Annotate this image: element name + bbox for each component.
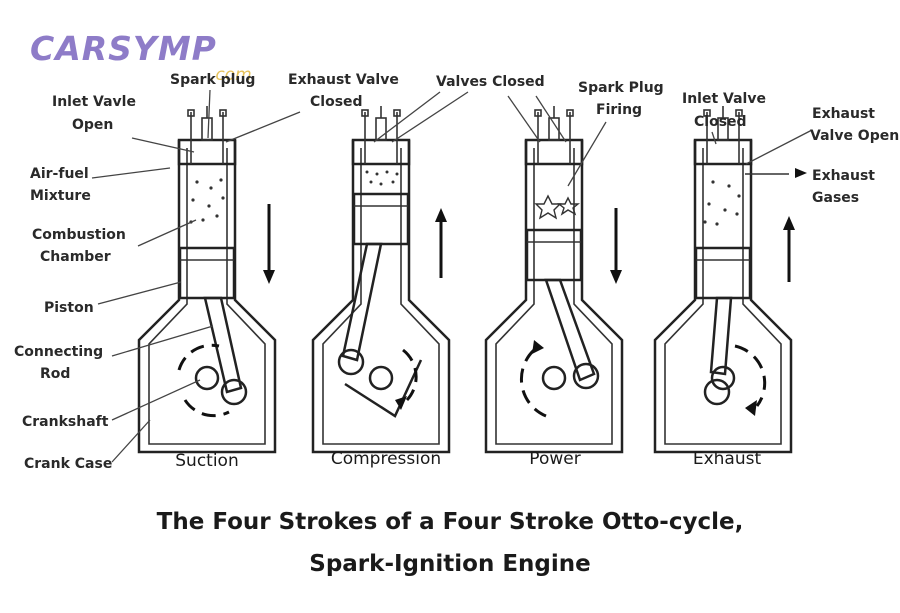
exhaust-engine <box>653 104 807 454</box>
carsymp-logo: CARSYMP .com <box>30 29 252 85</box>
suction-engine <box>137 104 277 454</box>
label-inlet-valve-closed: Inlet Valve <box>682 91 766 107</box>
logo-subtext: .com <box>210 65 252 85</box>
stroke-suction: Suction <box>175 451 238 471</box>
label-air-fuel: Air-fuel <box>30 166 89 182</box>
label-inlet-valve-open-2: Open <box>72 117 113 133</box>
caption-line-2: Spark-Ignition Engine <box>309 551 591 577</box>
label-chamber: Chamber <box>40 249 111 265</box>
label-piston: Piston <box>44 300 94 316</box>
label-exhaust-gases: Exhaust <box>812 168 875 184</box>
label-spark-plug-firing: Spark Plug <box>578 80 664 96</box>
caption-line-1: The Four Strokes of a Four Stroke Otto-c… <box>156 509 744 535</box>
stroke-compression: Compression <box>331 449 441 469</box>
label-gases: Gases <box>812 190 859 206</box>
compression-engine <box>311 104 451 454</box>
power-engine <box>484 104 624 454</box>
label-firing: Firing <box>596 102 642 118</box>
leader-lines <box>91 89 813 463</box>
label-crankshaft: Crankshaft <box>22 414 109 430</box>
label-mixture: Mixture <box>30 188 91 204</box>
stroke-labels: Suction Compression Power Exhaust <box>175 449 761 471</box>
label-combustion: Combustion <box>32 227 126 243</box>
label-inlet-valve-closed-2: Closed <box>694 114 747 130</box>
label-rod: Rod <box>40 366 70 382</box>
logo-text: CARSYMP <box>30 29 217 68</box>
label-exhaust-valve-open-2: Valve Open <box>810 128 899 144</box>
label-inlet-valve-open: Inlet Vavle <box>52 94 136 110</box>
label-exhaust-valve-open: Exhaust <box>812 106 875 122</box>
label-exhaust-valve-closed: Exhaust Valve <box>288 72 399 88</box>
label-crank-case: Crank Case <box>24 456 112 472</box>
label-exhaust-valve-closed-2: Closed <box>310 94 363 110</box>
label-valves-closed: Valves Closed <box>436 74 545 90</box>
stroke-power: Power <box>529 449 580 469</box>
label-spark-plug: Spark plug <box>170 72 255 88</box>
label-connecting-rod: Connecting <box>14 344 103 360</box>
part-labels: Spark plug Exhaust Valve Closed Inlet Va… <box>14 72 899 472</box>
stroke-exhaust: Exhaust <box>693 449 762 469</box>
